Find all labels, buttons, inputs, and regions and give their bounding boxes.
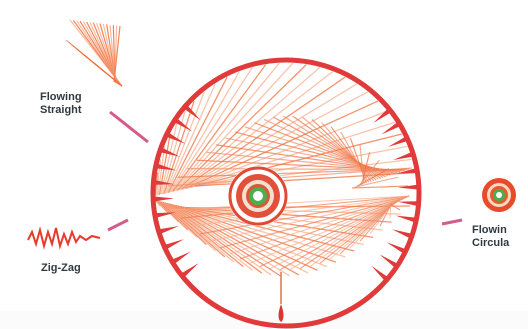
ring-spike: [166, 239, 184, 249]
label-flowing-circular-line2: Circula: [472, 237, 509, 250]
flowing-circular-icon: [482, 178, 516, 212]
string-line: [283, 116, 383, 177]
pointer-zig-zag: [108, 220, 128, 230]
label-flowing-straight-line2: Straight: [40, 104, 82, 117]
ring-spike: [388, 137, 406, 147]
string-line: [390, 204, 400, 210]
label-flowing-circular: Flowin Circula: [472, 224, 509, 250]
ring-spike: [398, 201, 417, 206]
label-flowing-circular-line1: Flowin: [472, 224, 509, 237]
ring-spike: [373, 109, 389, 122]
pointer-flowing-straight: [110, 112, 148, 142]
ring-spike: [182, 263, 198, 276]
label-zig-zag: Zig-Zag: [41, 262, 81, 275]
label-flowing-straight: Flowing Straight: [40, 91, 82, 117]
ring-spike: [380, 254, 397, 267]
string-line: [280, 200, 400, 270]
ring-spike: [392, 229, 411, 238]
label-flowing-straight-line1: Flowing: [40, 91, 82, 104]
ring-spike: [160, 226, 179, 233]
ring-spike: [393, 153, 412, 160]
string-line: [114, 26, 120, 82]
ring-spike: [371, 266, 387, 280]
ring-spike: [173, 252, 191, 264]
string-line: [354, 177, 398, 187]
zig-zag-icon: [28, 228, 100, 246]
ring-spike: [381, 123, 399, 135]
pointer-flowing-circular: [442, 220, 462, 224]
ring-spike: [175, 119, 192, 132]
ring-spike: [155, 197, 174, 202]
teardrop-icon: [279, 304, 284, 322]
right-ring-spikes: [371, 109, 417, 279]
flowing-straight-icon: [66, 20, 122, 86]
ring-spike: [387, 242, 405, 253]
eye-iris: [228, 166, 288, 226]
ring-spike: [396, 216, 415, 222]
